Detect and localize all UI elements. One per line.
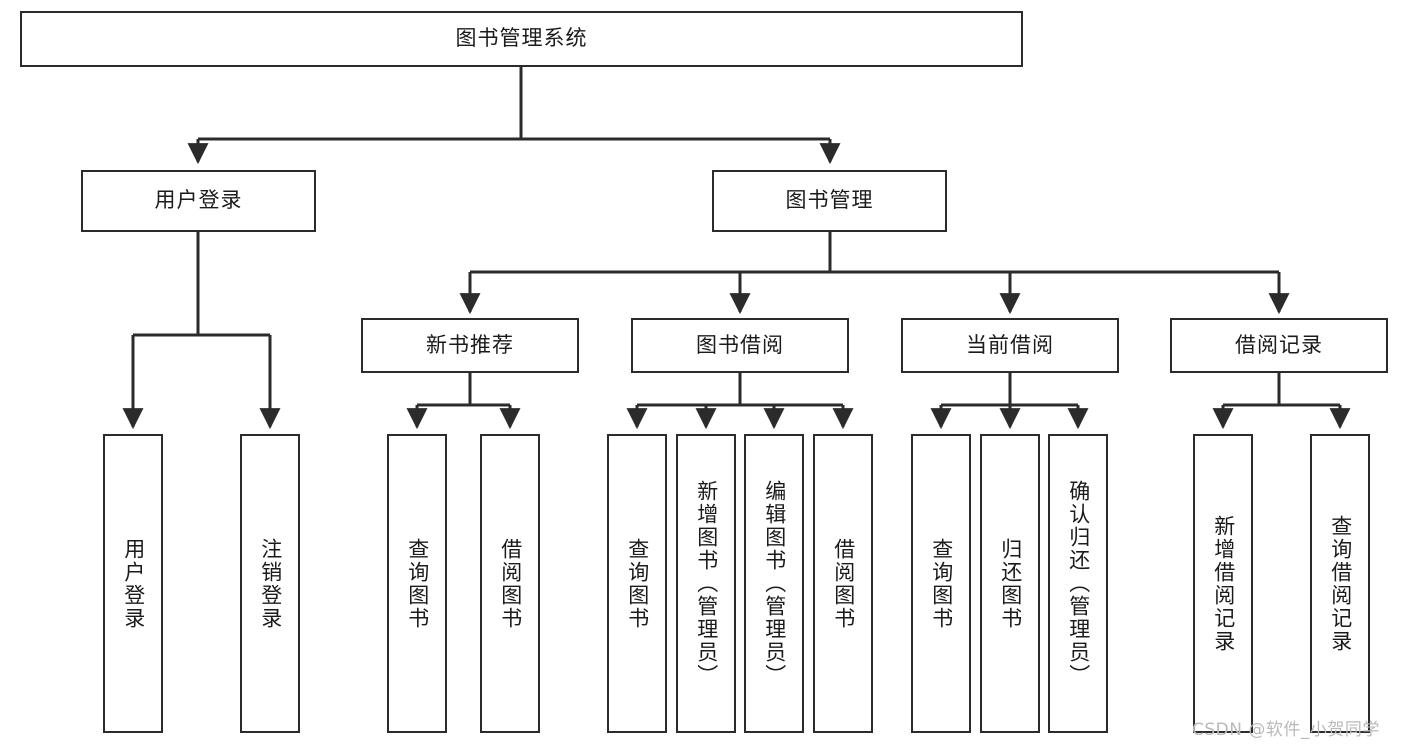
node-label: 图书管理系统	[455, 26, 588, 51]
node-current-borrow[interactable]: 当前借阅	[901, 318, 1119, 373]
leaf-current-borrow-return-book[interactable]: 归还图书	[980, 434, 1040, 733]
leaf-label: 确认归还（管理员）	[1066, 480, 1091, 687]
node-book-borrow[interactable]: 图书借阅	[631, 318, 849, 373]
leaf-label: 查询图书	[625, 537, 650, 630]
leaf-label: 借阅图书	[831, 537, 856, 630]
leaf-label: 新增借阅记录	[1211, 514, 1236, 653]
leaf-book-borrow-add-book-admin[interactable]: 新增图书（管理员）	[676, 434, 736, 733]
leaf-label: 归还图书	[998, 537, 1023, 630]
node-borrow-record[interactable]: 借阅记录	[1170, 318, 1388, 373]
leaf-current-borrow-query-book[interactable]: 查询图书	[911, 434, 971, 733]
leaf-user-login-logout[interactable]: 注销登录	[240, 434, 300, 733]
leaf-book-borrow-query-book[interactable]: 查询图书	[607, 434, 667, 733]
csdn-watermark: CSDN @软件_小贺同学	[1192, 720, 1380, 740]
leaf-borrow-record-add-record[interactable]: 新增借阅记录	[1193, 434, 1253, 733]
node-new-book-recommend[interactable]: 新书推荐	[361, 318, 579, 373]
leaf-book-borrow-edit-book-admin[interactable]: 编辑图书（管理员）	[744, 434, 804, 733]
leaf-book-borrow-borrow-book[interactable]: 借阅图书	[813, 434, 873, 733]
leaf-current-borrow-confirm-return-admin[interactable]: 确认归还（管理员）	[1048, 434, 1108, 733]
node-label: 当前借阅	[966, 332, 1054, 357]
node-label: 图书管理	[785, 188, 874, 213]
node-label: 用户登录	[154, 188, 243, 213]
node-root-book-management-system[interactable]: 图书管理系统	[20, 11, 1023, 67]
leaf-new-book-query-book[interactable]: 查询图书	[387, 434, 447, 733]
leaf-user-login-login[interactable]: 用户登录	[103, 434, 163, 733]
node-label: 借阅记录	[1235, 332, 1323, 357]
leaf-new-book-borrow-book[interactable]: 借阅图书	[480, 434, 540, 733]
node-book-management[interactable]: 图书管理	[712, 170, 947, 232]
leaf-borrow-record-query-record[interactable]: 查询借阅记录	[1310, 434, 1370, 733]
leaf-label: 编辑图书（管理员）	[762, 480, 787, 687]
node-label: 新书推荐	[426, 332, 514, 357]
leaf-label: 注销登录	[258, 537, 283, 630]
leaf-label: 用户登录	[121, 537, 146, 630]
leaf-label: 查询图书	[929, 537, 954, 630]
leaf-label: 查询借阅记录	[1328, 514, 1353, 653]
leaf-label: 查询图书	[405, 537, 430, 630]
leaf-label: 新增图书（管理员）	[694, 480, 719, 687]
leaf-label: 借阅图书	[498, 537, 523, 630]
node-user-login[interactable]: 用户登录	[81, 170, 316, 232]
node-label: 图书借阅	[696, 332, 784, 357]
